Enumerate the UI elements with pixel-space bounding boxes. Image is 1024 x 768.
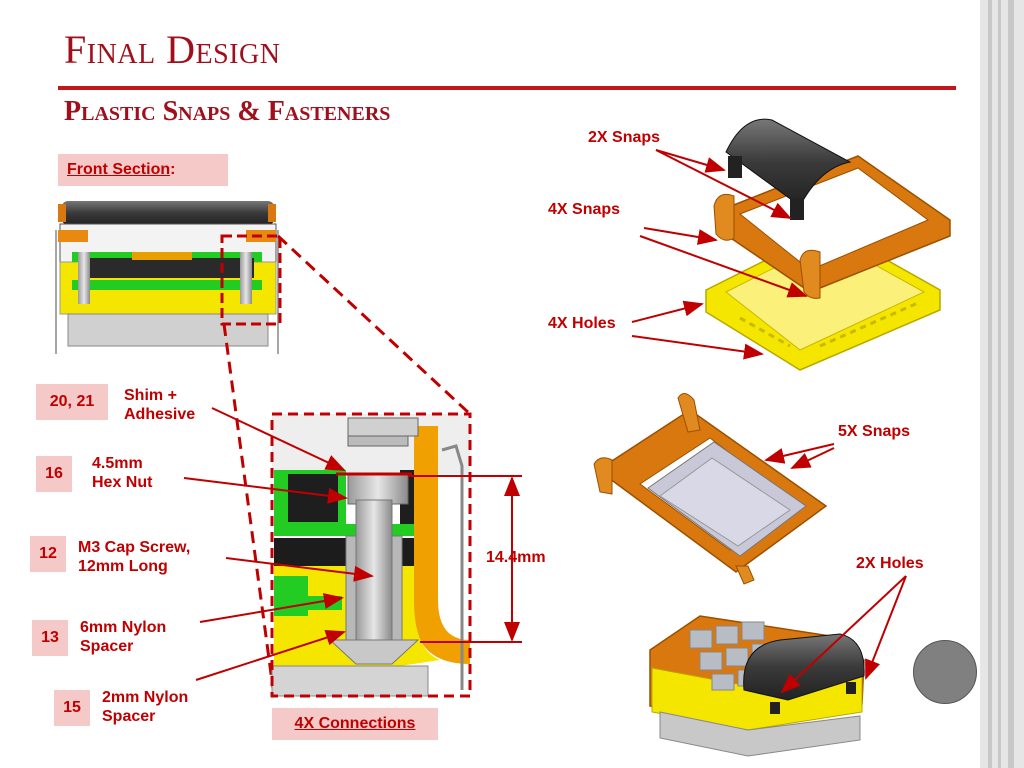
frame-with-heatsink-drawing — [593, 393, 828, 585]
assembled-unit-drawing — [649, 615, 865, 757]
dimension-line — [408, 475, 522, 643]
part-number-tag: 12 — [30, 536, 66, 572]
part-number-tag: 15 — [54, 690, 90, 726]
dimension-label: 14.4mm — [486, 549, 546, 566]
front-section-drawing — [55, 201, 282, 354]
front-section-text: Front Section — [67, 161, 171, 178]
callout-2x-holes: 2X Holes — [856, 555, 924, 572]
front-section-label: Front Section: — [58, 154, 228, 186]
callout-4x-holes: 4X Holes — [548, 315, 616, 332]
part-number-tag: 13 — [32, 620, 68, 656]
connections-label: 4X Connections — [272, 708, 438, 740]
slide-subtitle: Plastic Snaps & Fasteners — [64, 96, 391, 127]
front-section-colon: : — [170, 161, 176, 178]
connection-detail-drawing — [270, 412, 472, 698]
part-number-tag: 16 — [36, 456, 72, 492]
part-label-cap-screw: M3 Cap Screw,12mm Long — [78, 539, 191, 575]
callout-2x-snaps: 2X Snaps — [588, 129, 661, 146]
part-number-tag: 20, 21 — [36, 384, 108, 420]
exploded-assembly-drawing — [705, 118, 951, 371]
callout-4x-snaps: 4X Snaps — [548, 201, 621, 218]
slide-title: Final Design — [64, 27, 281, 72]
slide-border-decoration — [980, 0, 1024, 768]
title-divider — [58, 86, 956, 90]
slide-nav-circle[interactable] — [913, 640, 977, 704]
connections-text: 4X Connections — [294, 715, 416, 732]
callout-5x-snaps: 5X Snaps — [838, 423, 911, 440]
part-label-shim: Shim +Adhesive — [124, 387, 196, 423]
